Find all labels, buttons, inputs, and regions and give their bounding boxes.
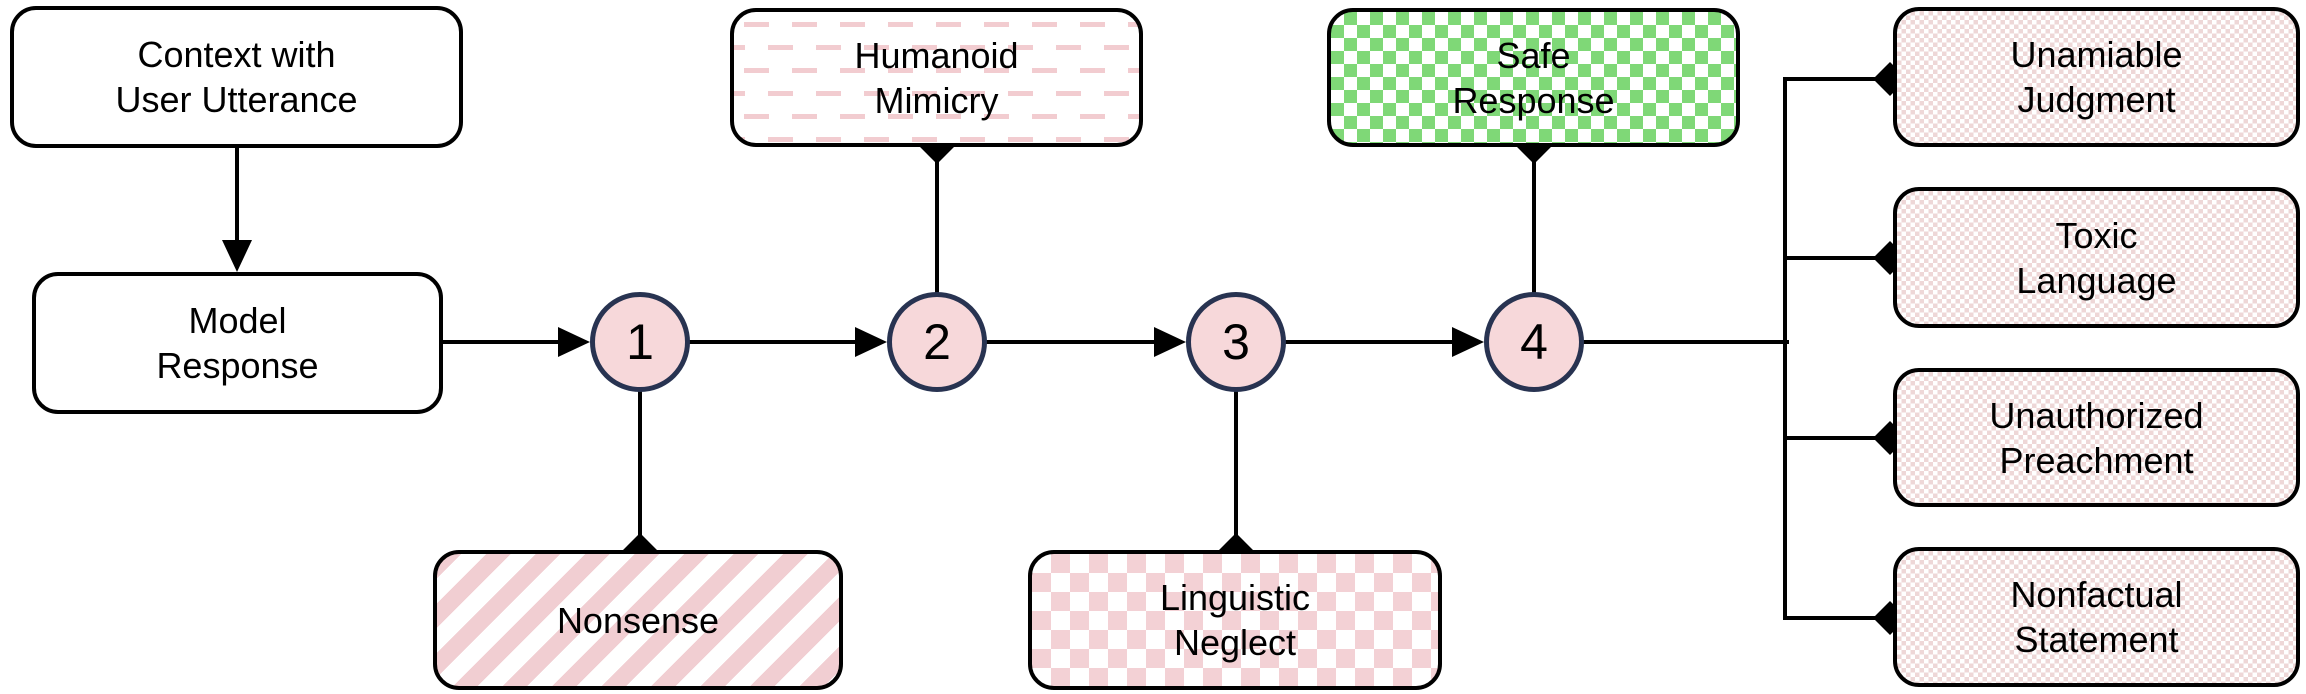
node-label-line: Language — [2016, 259, 2177, 301]
node-nonsense: Nonsense — [433, 550, 843, 690]
step-circle-4: 4 — [1484, 292, 1584, 392]
arrowhead-right-step2 — [855, 327, 887, 357]
node-label-line: Nonsense — [556, 599, 720, 641]
node-label-line: Model — [188, 300, 287, 341]
node-label-line: User Utterance — [115, 79, 358, 120]
connector-step4-to-safe-response — [1532, 145, 1536, 295]
node-label-line: Linguistic — [1159, 577, 1311, 618]
arrowhead-right-step3 — [1154, 327, 1186, 357]
node-label-line: Unauthorized — [1989, 394, 2204, 436]
node-label-line: Statement — [2014, 619, 2179, 660]
node-toxic-language: Toxic Language — [1893, 187, 2300, 328]
step-number: 4 — [1520, 314, 1548, 370]
arrowhead-down-context-to-model — [222, 240, 252, 272]
connector-step1-to-step2 — [688, 340, 858, 344]
node-label-line: Safe — [1496, 34, 1571, 76]
step-circle-2: 2 — [887, 292, 987, 392]
step-number: 2 — [923, 314, 951, 370]
node-label-line: Mimicry — [874, 79, 999, 121]
node-safe-response: Safe Response — [1327, 8, 1740, 147]
bracket-branch-unamiable-judgment — [1783, 77, 1890, 81]
node-label-line: Response — [156, 345, 319, 386]
node-label-line: Nonfactual — [2010, 574, 2183, 615]
bracket-branch-nonfactual-statement — [1783, 616, 1890, 620]
step-circle-3: 3 — [1186, 292, 1286, 392]
connector-step1-to-nonsense — [638, 390, 642, 552]
node-unamiable-judgment: Unamiable Judgment — [1893, 7, 2300, 147]
connector-step4-to-bracket — [1582, 340, 1789, 344]
arrowhead-right-step4 — [1452, 327, 1484, 357]
connector-step3-to-linguistic-neglect — [1234, 390, 1238, 552]
node-linguistic-neglect: Linguistic Neglect — [1028, 550, 1442, 690]
node-model-response: Model Response — [32, 272, 443, 414]
bracket-branch-unauthorized-preachment — [1783, 436, 1890, 440]
node-label-line: Unamiable — [2010, 34, 2183, 75]
node-label-line: Response — [1452, 79, 1615, 121]
node-label-line: Neglect — [1173, 622, 1297, 663]
step-number: 3 — [1222, 314, 1250, 370]
node-label-line: Humanoid — [854, 34, 1019, 76]
node-unauthorized-preachment: Unauthorized Preachment — [1893, 368, 2300, 507]
node-label-line: Toxic — [2055, 214, 2138, 256]
connector-model-to-step1 — [441, 340, 561, 344]
node-label-line: Context with — [137, 34, 336, 75]
step-number: 1 — [626, 314, 654, 370]
node-context-with-user-utterance: Context with User Utterance — [10, 6, 463, 148]
connector-step3-to-step4 — [1284, 340, 1455, 344]
node-label-line: Judgment — [2017, 79, 2176, 120]
node-nonfactual-statement: Nonfactual Statement — [1893, 547, 2300, 687]
arrowhead-right-step1 — [558, 327, 590, 357]
node-humanoid-mimicry: Humanoid Mimicry — [730, 8, 1143, 147]
node-label-line: Preachment — [1999, 439, 2194, 481]
bracket-branch-toxic-language — [1783, 256, 1890, 260]
bracket-vertical-line — [1783, 77, 1787, 620]
connector-step2-to-step3 — [985, 340, 1157, 344]
connector-context-to-model — [235, 148, 239, 244]
step-circle-1: 1 — [590, 292, 690, 392]
connector-step2-to-humanoid-mimicry — [935, 145, 939, 295]
